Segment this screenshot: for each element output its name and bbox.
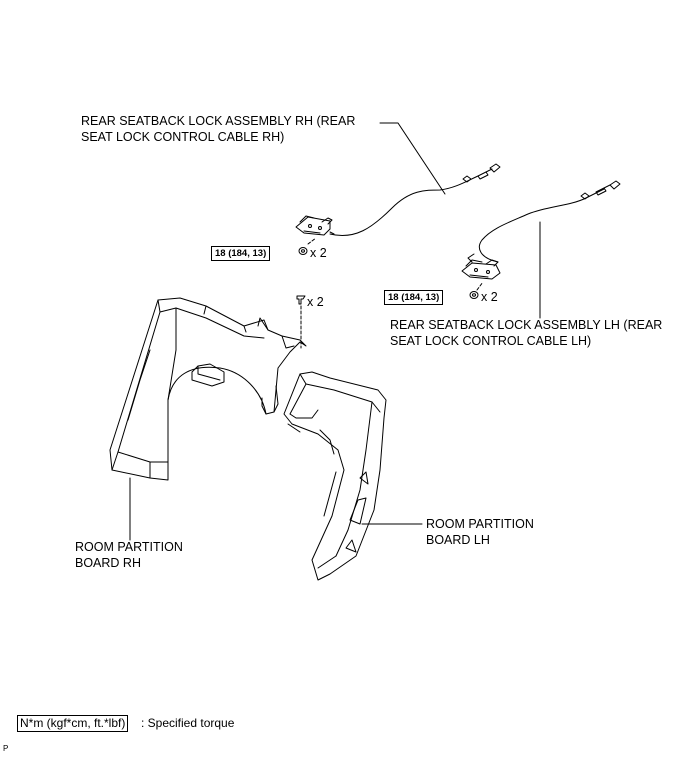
- label-lh-lock-line2: SEAT LOCK CONTROL CABLE LH): [390, 334, 592, 348]
- label-board-lh-line1: ROOM PARTITION: [426, 517, 534, 531]
- quantity-lh-nut: x 2: [481, 290, 498, 304]
- legend-torque-unit: N*m (kgf*cm, ft.*lbf): [17, 715, 129, 732]
- room-partition-board-rh: [109, 297, 307, 481]
- rh-lock-cable: [329, 163, 501, 236]
- torque-spec-rh: 18 (184, 13): [211, 246, 271, 261]
- label-rh-lock-line1: REAR SEATBACK LOCK ASSEMBLY RH (REAR: [81, 114, 356, 128]
- label-board-rh-line1: ROOM PARTITION: [75, 540, 183, 554]
- quantity-rh-nut: x 2: [310, 246, 327, 260]
- leader-rh-lock: [379, 122, 446, 195]
- rh-seatback-lock: [295, 215, 335, 236]
- lh-seatback-lock: [461, 253, 501, 280]
- label-board-lh-line2: BOARD LH: [426, 533, 490, 547]
- legend-torque-description: : Specified torque: [141, 716, 235, 730]
- label-rh-lock-line2: SEAT LOCK CONTROL CABLE RH): [81, 130, 285, 144]
- room-partition-board-lh: [283, 371, 387, 581]
- lh-nut: [469, 281, 484, 299]
- rh-nut: [298, 237, 317, 255]
- partition-clip: [296, 295, 306, 349]
- label-board-rh-line2: BOARD RH: [75, 556, 141, 570]
- torque-spec-lh: 18 (184, 13): [384, 290, 444, 305]
- quantity-clip: x 2: [307, 295, 324, 309]
- label-lh-lock-line1: REAR SEATBACK LOCK ASSEMBLY LH (REAR: [390, 318, 663, 332]
- corner-mark: P: [3, 744, 9, 753]
- lh-lock-cable: [478, 180, 621, 263]
